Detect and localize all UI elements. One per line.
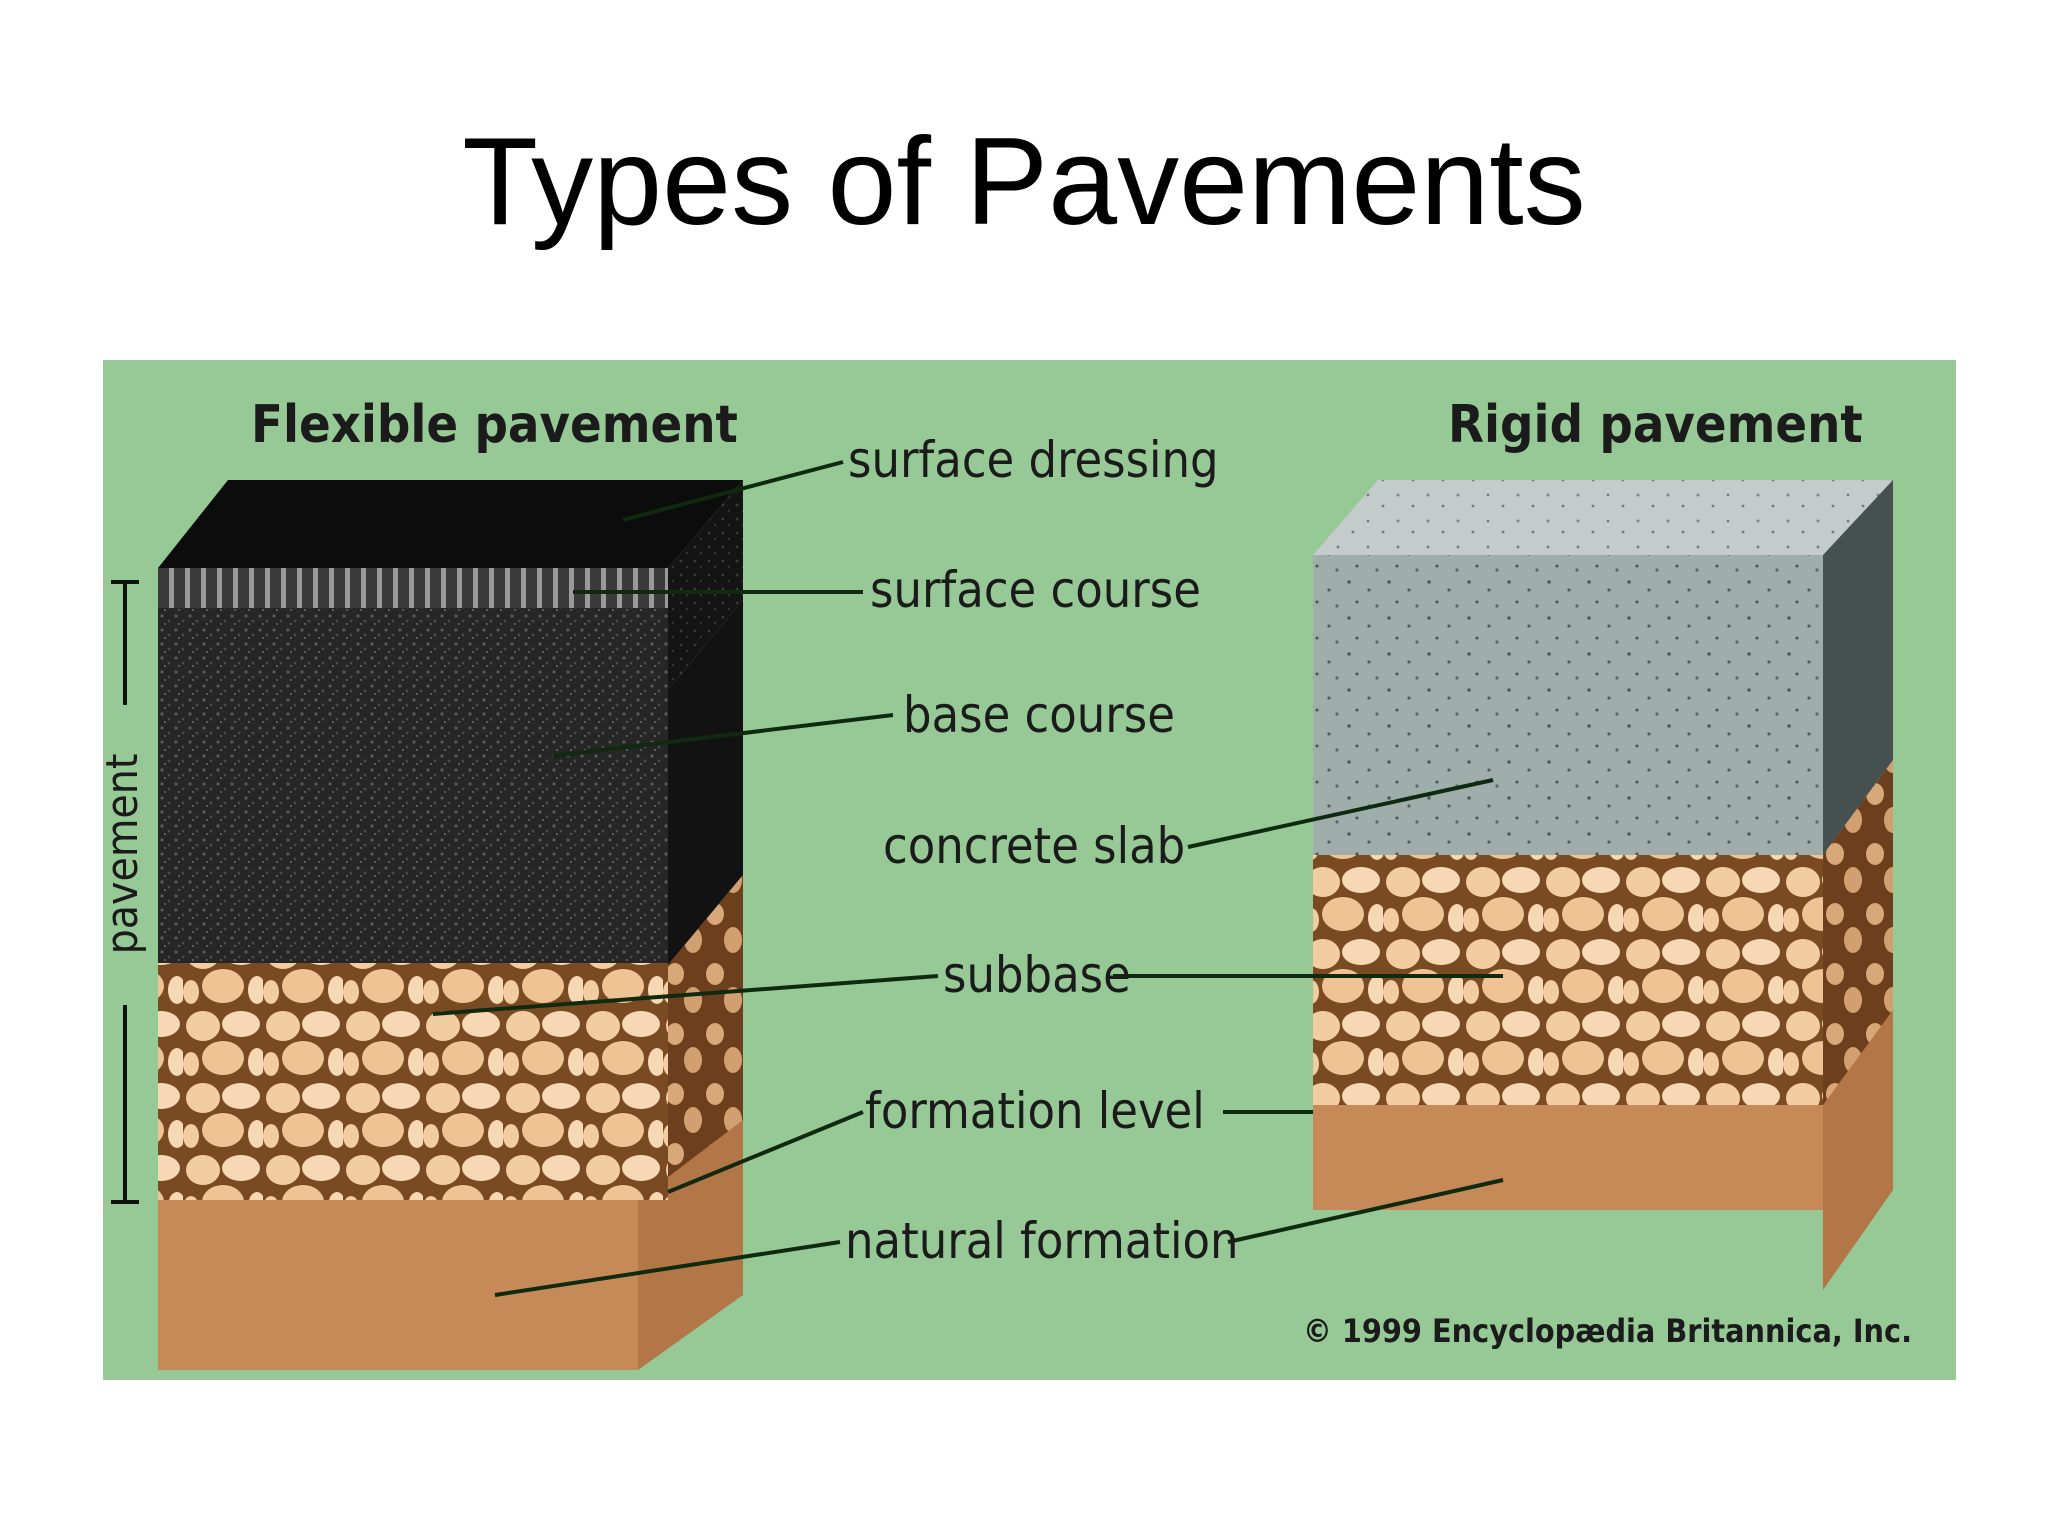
pavement-bracket: pavement (103, 580, 148, 1204)
leader-lines (432, 460, 1504, 1297)
flexible-pavement-block (158, 480, 743, 1370)
label-natural-formation: natural formation (845, 1212, 1239, 1270)
flexible-heading: Flexible pavement (251, 395, 738, 455)
label-surface-dressing: surface dressing (848, 431, 1219, 489)
slide-title: Types of Pavements (462, 113, 1586, 251)
label-surface-course: surface course (870, 561, 1201, 619)
label-base-course: base course (903, 686, 1175, 744)
rigid-heading: Rigid pavement (1448, 395, 1863, 455)
copyright-notice: © 1999 Encyclopædia Britannica, Inc. (1303, 1312, 1912, 1350)
pavement-side-label: pavement (103, 754, 148, 955)
pavement-diagram: pavement Flexible pavement Rigid pavemen… (103, 360, 1956, 1380)
rigid-pavement-block (1313, 480, 1893, 1290)
label-subbase: subbase (943, 946, 1131, 1004)
label-concrete-slab: concrete slab (883, 817, 1185, 875)
label-formation-level: formation level (865, 1082, 1205, 1140)
